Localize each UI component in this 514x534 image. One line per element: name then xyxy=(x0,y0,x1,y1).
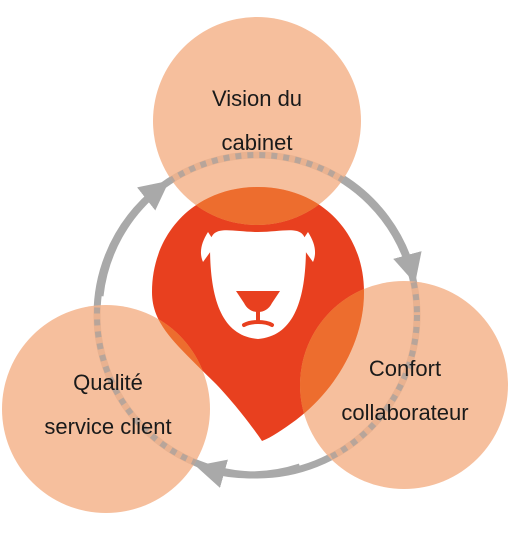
circle-vision-du-cabinet xyxy=(153,17,361,225)
label-line: service client xyxy=(44,414,171,439)
cycle-arrow-left xyxy=(96,180,170,297)
cycle-arrow-bottom xyxy=(195,459,302,488)
cycle-arrow-top-right xyxy=(340,175,422,284)
lion-face xyxy=(200,230,316,339)
circle-qualite-service-client xyxy=(2,305,210,513)
cycle-ring-dotted xyxy=(94,152,420,478)
label-line: collaborateur xyxy=(341,400,468,425)
label-line: Qualité xyxy=(73,370,143,395)
logo-overlap-areas xyxy=(152,187,364,441)
label-line: cabinet xyxy=(222,130,293,155)
label-vision-du-cabinet: Vision du cabinet xyxy=(212,86,302,155)
label-line: Vision du xyxy=(212,86,302,111)
label-confort-collaborateur: Confort collaborateur xyxy=(341,356,468,425)
label-line: Confort xyxy=(369,356,441,381)
label-qualite-service-client: Qualité service client xyxy=(44,370,171,439)
circles xyxy=(2,17,508,513)
